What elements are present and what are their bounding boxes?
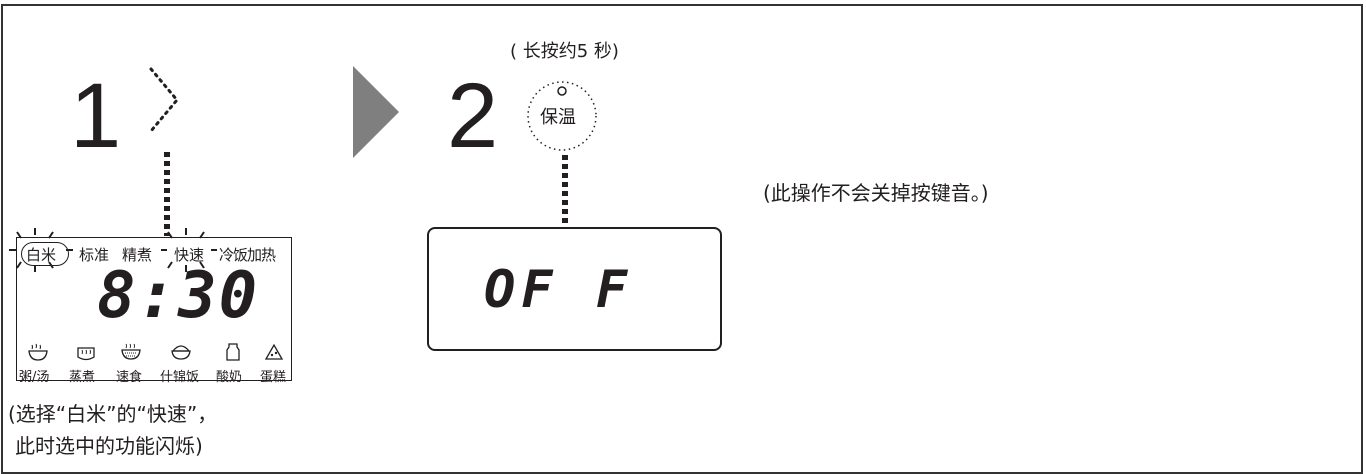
mode-fine-cook-label: 精煮 — [122, 246, 153, 264]
mode-yogurt-label: 酸奶 — [216, 370, 243, 385]
flash-burst-icon — [161, 228, 217, 272]
mode-quick-label: 快速 — [174, 246, 205, 264]
display-screen — [427, 227, 722, 351]
flash-chevron-icon — [149, 67, 179, 133]
keep-warm-button-outline — [527, 81, 597, 151]
lcd-panel: 白米 标准 精煮 快速 冷饭加热 8:30 粥/汤 蒸煮 速食 什 — [9, 228, 292, 385]
mode-cake-label: 蛋糕 — [260, 370, 287, 385]
mode-white-rice-box — [21, 242, 69, 266]
step-1-caption-line1: (选择“白米”的“快速”， — [8, 402, 218, 426]
step-1-caption-line2: 此时选中的功能闪烁) — [15, 434, 203, 458]
lcd-time-readout: 8:30 — [97, 259, 260, 333]
cake-icon — [264, 343, 284, 360]
mode-congee-label: 粥/汤 — [19, 370, 50, 385]
quick-pot-icon — [121, 343, 141, 360]
step-2-note: (此操作不会关掉按键音。) — [763, 181, 989, 205]
yogurt-icon — [226, 343, 240, 361]
mode-mixed-rice-label: 什锦饭 — [160, 370, 200, 385]
long-press-hint: ( 长按约5 秒) — [510, 41, 619, 62]
mode-reheat-label: 冷饭加热 — [219, 246, 276, 264]
mode-quick-meal-label: 速食 — [116, 370, 143, 385]
flash-burst-icon — [9, 228, 73, 272]
congee-pot-icon — [28, 343, 48, 361]
display-off-readout: OF F — [484, 260, 634, 320]
next-step-arrow-icon — [353, 66, 399, 158]
mode-steam-label: 蒸煮 — [69, 370, 96, 385]
mode-standard-label: 标准 — [79, 246, 110, 264]
step-1-connector-line — [164, 152, 170, 236]
step-1-number: 1 — [70, 65, 122, 167]
step-2-connector-line — [562, 155, 568, 229]
steam-pot-icon — [77, 347, 95, 361]
mode-white-rice-label: 白米 — [26, 246, 57, 264]
step-2-number: 2 — [447, 65, 499, 167]
mixed-rice-icon — [171, 345, 191, 360]
keep-warm-button-label[interactable]: 保温 — [540, 107, 576, 128]
